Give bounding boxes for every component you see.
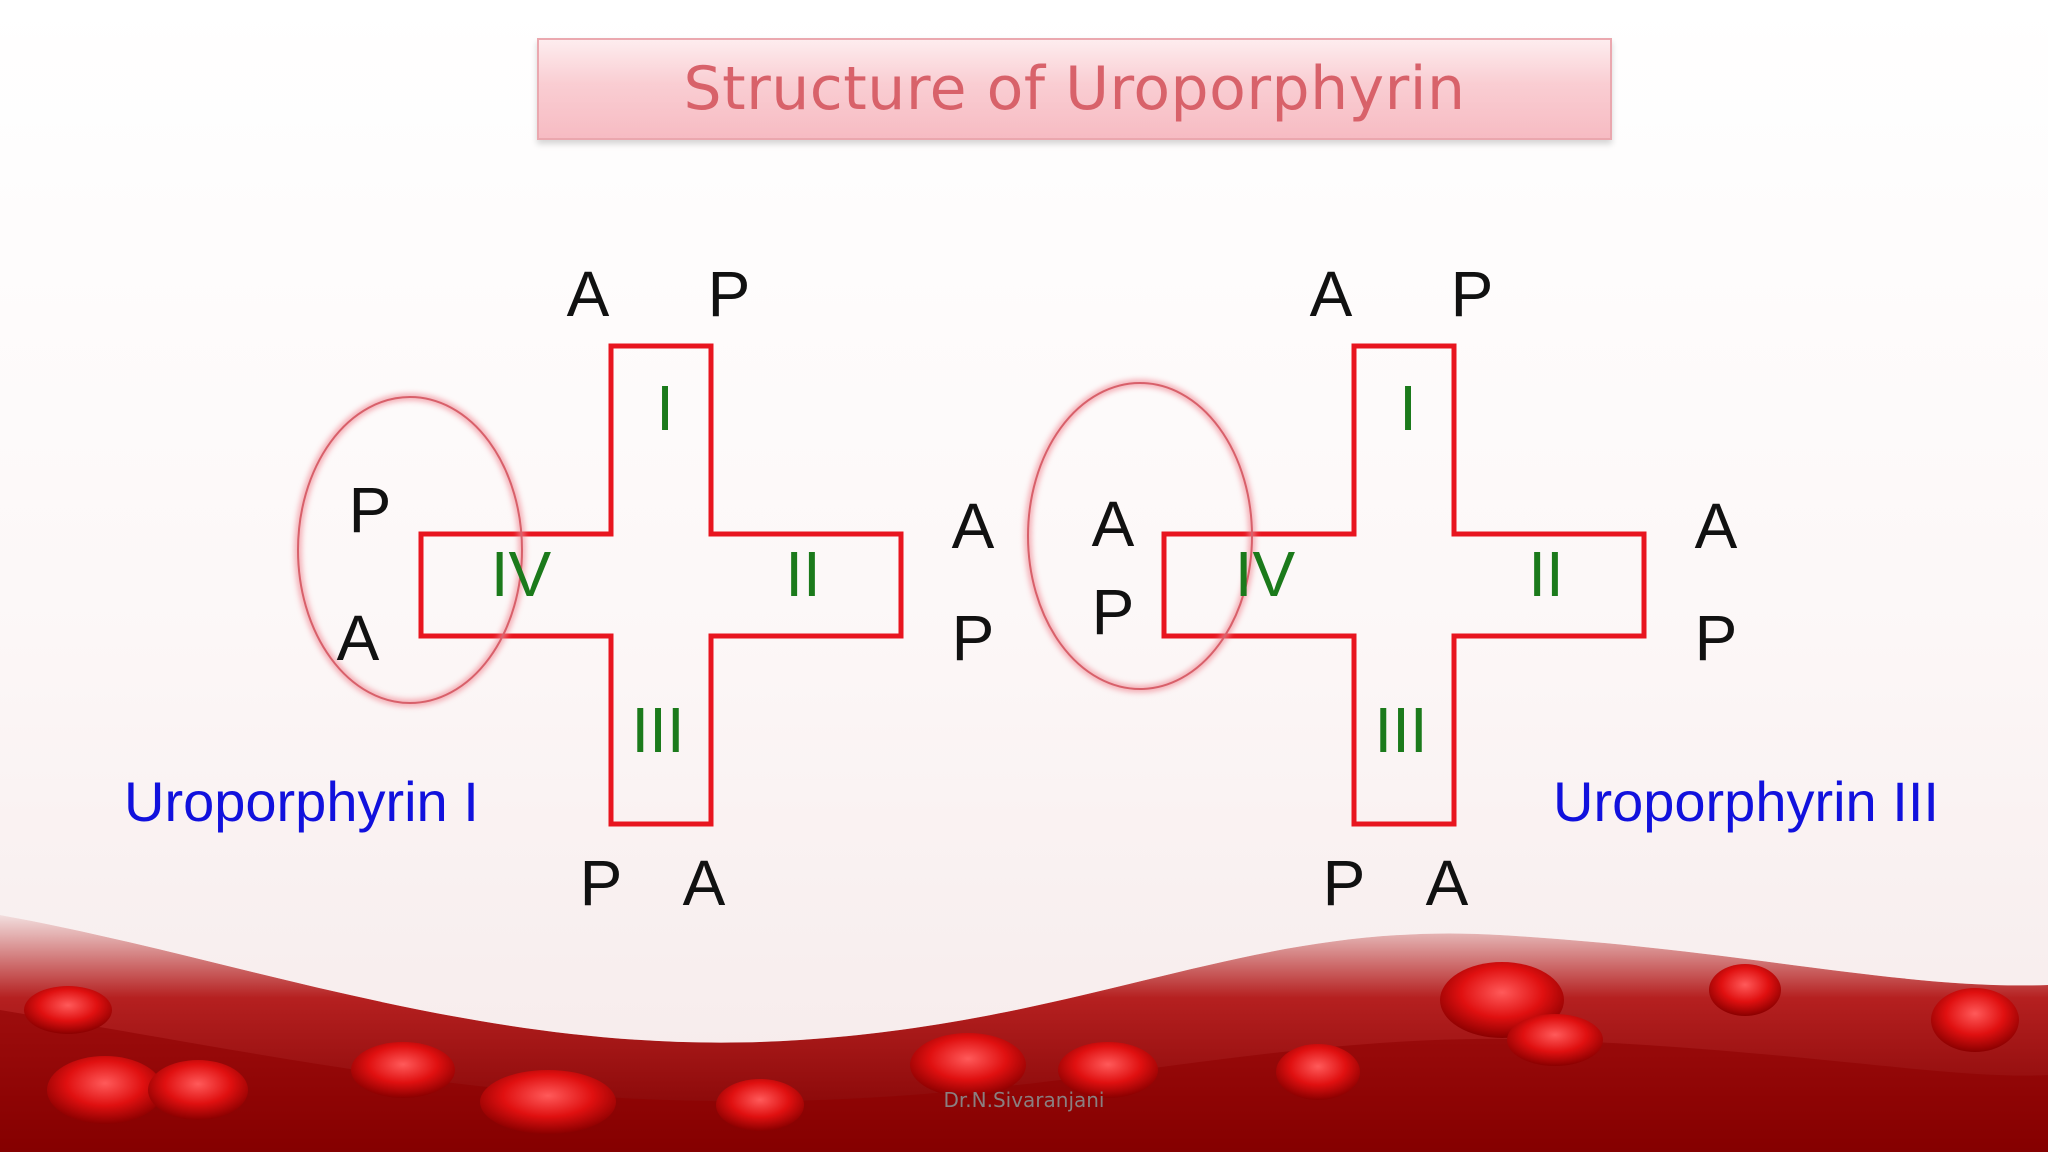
substituent-ring-iii-right: A [683, 847, 726, 919]
substituent-ring-ii-bottom: P [952, 602, 995, 674]
substituent-ring-iii-right: A [1426, 847, 1469, 919]
author-footer: Dr.N.Sivaranjani [943, 1088, 1105, 1112]
structure-caption: Uroporphyrin I [124, 770, 479, 833]
substituent-ring-iv-top: P [349, 474, 392, 546]
substituent-ring-ii-top: A [1695, 490, 1738, 562]
substituent-ring-iii-left: P [580, 847, 623, 919]
ring-label-i: I [656, 372, 674, 444]
substituent-ring-i-right: P [708, 258, 751, 330]
ring-label-iii: III [1374, 694, 1427, 766]
pyrrole-cross-outline [1161, 343, 1647, 827]
highlight-ellipse [1027, 382, 1253, 690]
uroporphyrin-iii-structure: I II III IV A P A P P A A P Uroporphyrin… [1024, 258, 1939, 919]
substituent-ring-iii-left: P [1323, 847, 1366, 919]
substituent-ring-iv-top: A [1092, 488, 1135, 560]
ring-label-ii: II [785, 538, 821, 610]
ring-label-ii: II [1528, 538, 1564, 610]
substituent-ring-i-left: A [567, 258, 610, 330]
red-blood-cells [24, 962, 2019, 1134]
uroporphyrin-i-structure: I II III IV A P A P P A P A Uroporphyrin… [124, 258, 995, 919]
pyrrole-cross-outline [418, 343, 904, 827]
ring-label-iv: IV [491, 538, 552, 610]
substituent-ring-iv-bottom: A [337, 602, 380, 674]
substituent-ring-ii-top: A [952, 490, 995, 562]
substituent-ring-i-right: P [1451, 258, 1494, 330]
ring-label-iii: III [631, 694, 684, 766]
ring-label-iv: IV [1235, 538, 1296, 610]
substituent-ring-i-left: A [1310, 258, 1353, 330]
substituent-ring-ii-bottom: P [1695, 602, 1738, 674]
ring-label-i: I [1399, 372, 1417, 444]
highlight-ellipse [297, 396, 523, 704]
substituent-ring-iv-bottom: P [1092, 576, 1135, 648]
structure-caption: Uroporphyrin III [1553, 770, 1939, 833]
